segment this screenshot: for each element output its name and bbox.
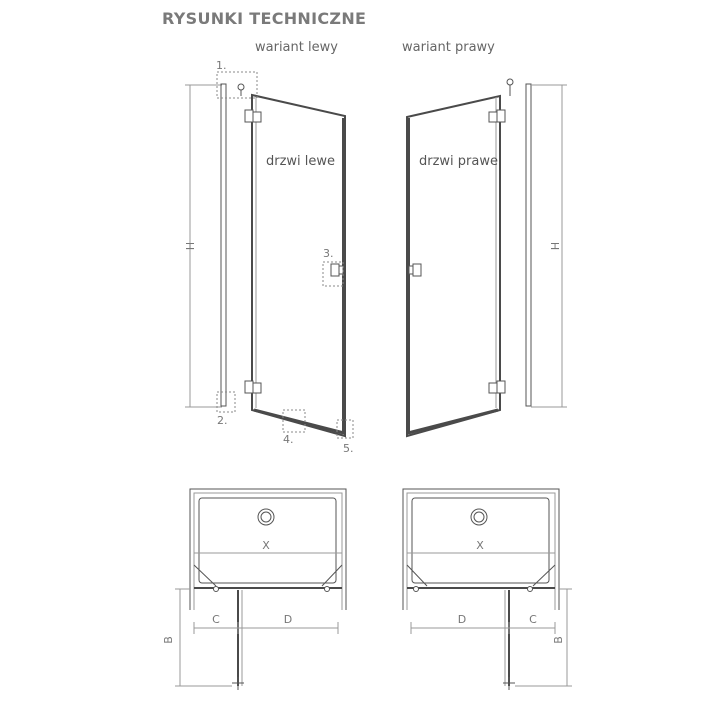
left-handle <box>330 263 340 277</box>
left-door-label: drzwi lewe <box>266 154 335 169</box>
right-height-dimension: H <box>531 84 567 408</box>
page-title: RYSUNKI TECHNICZNE <box>162 9 366 28</box>
left-height-dimension: H <box>183 84 222 408</box>
right-plan-view: X D C B <box>402 488 572 690</box>
left-width-label: X <box>262 539 270 552</box>
right-b-label: B <box>552 636 565 644</box>
right-top-hinge <box>488 111 498 123</box>
right-height-label: H <box>548 242 561 250</box>
variant-left-label: wariant lewy <box>255 40 338 55</box>
left-top-hinge <box>244 109 254 123</box>
right-width-label: X <box>476 539 484 552</box>
right-c-label: C <box>529 613 537 626</box>
callout-5: 5. <box>343 442 354 455</box>
callout-4: 4. <box>283 433 294 446</box>
left-wall-profile <box>220 83 227 407</box>
left-door-glass <box>251 93 346 438</box>
left-plan-view: X C D B <box>162 488 347 690</box>
callout-2: 2. <box>217 414 228 427</box>
left-bottom-hinge <box>244 380 254 394</box>
left-drain <box>257 508 275 526</box>
right-wall-profile <box>525 83 532 407</box>
left-height-label: H <box>183 242 196 250</box>
callout-1: 1. <box>216 59 227 72</box>
left-c-label: C <box>212 613 220 626</box>
right-shower-tray <box>411 497 550 584</box>
right-d-label: D <box>458 613 466 626</box>
left-shower-tray <box>198 497 337 584</box>
right-door-label: drzwi prawe <box>419 154 498 169</box>
callout-3: 3. <box>323 247 334 260</box>
right-bottom-hinge <box>488 382 498 394</box>
right-door-glass <box>406 94 501 438</box>
left-d-label: D <box>284 613 292 626</box>
left-door-elevation: H drzwi lewe 1. 2. 3. 4. 5. <box>183 59 354 455</box>
left-b-label: B <box>162 636 175 644</box>
right-door-elevation: drzwi prawe H <box>406 78 567 438</box>
variant-right-label: wariant prawy <box>402 40 495 55</box>
right-drain <box>470 508 488 526</box>
right-handle <box>412 263 422 277</box>
